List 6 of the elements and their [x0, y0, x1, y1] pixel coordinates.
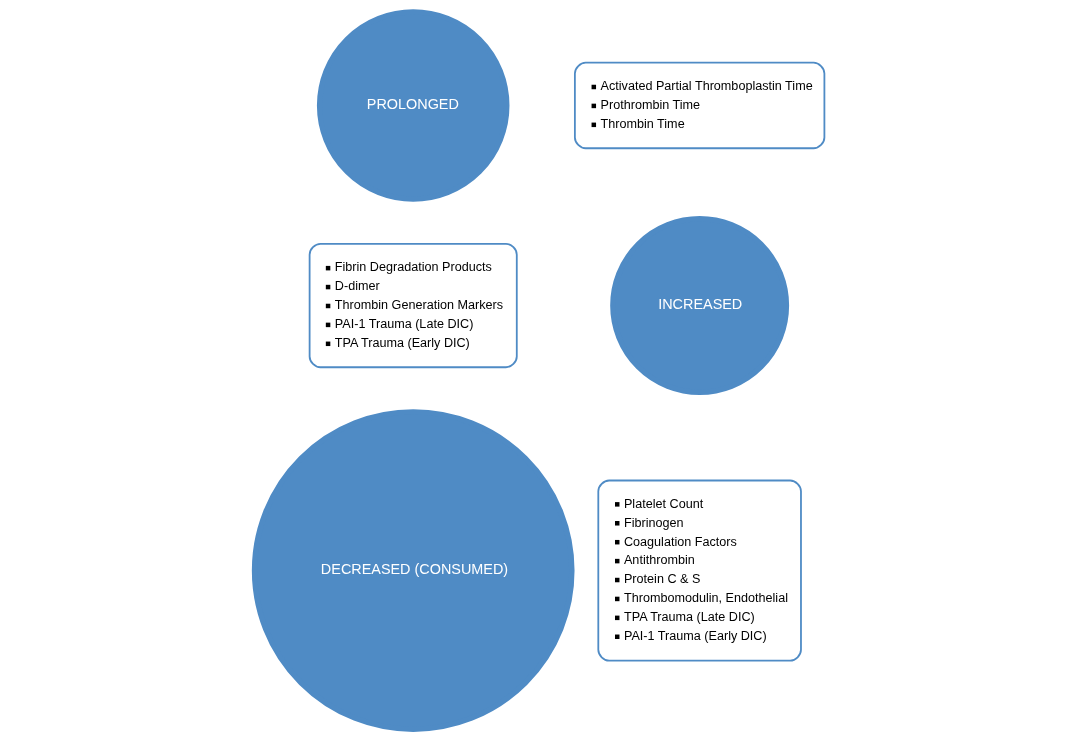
- node-circle: DECREASED (CONSUMED): [251, 409, 575, 732]
- node-box: Platelet Count Fibrinogen Coagulation Factors Antithrombin Protein C & S Thrombomodulin, Endothelial TPA Trauma (Late DIC) PAI-1 Trauma (Early DIC): [596, 479, 802, 662]
- node-box: Fibrin Degradation Products D-dimer Thrombin Generation Markers PAI-1 Trauma (Late DIC) TPA Trauma (Early DIC): [308, 242, 518, 369]
- node-circle: PROLONGED: [316, 9, 509, 202]
- node-circle: INCREASED: [609, 216, 789, 395]
- node-box: Activated Partial Thromboplastin Time Prothrombin Time Thrombin Time: [573, 61, 825, 150]
